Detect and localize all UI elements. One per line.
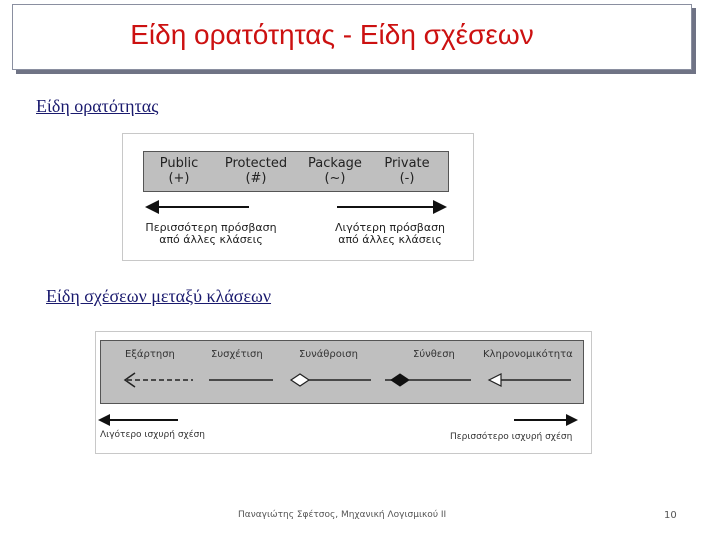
relation-symbols bbox=[123, 372, 571, 388]
relation-composition: Σύνθεση bbox=[413, 349, 455, 360]
more-access-caption: Περισσότερη πρόσβαση από άλλες κλάσεις bbox=[141, 222, 281, 246]
visibility-symbol: (#) bbox=[245, 171, 267, 186]
visibility-protected: Protected (#) bbox=[216, 156, 296, 186]
visibility-bar: Public (+) Protected (#) Package (~) Pri… bbox=[143, 151, 449, 192]
right-arrow-head-icon bbox=[566, 414, 578, 426]
visibility-public: Public (+) bbox=[144, 156, 214, 186]
relation-dependency: Εξάρτηση bbox=[125, 349, 175, 360]
relations-diagram: Εξάρτηση Συσχέτιση Συνάθροιση Σύνθεση Κλ… bbox=[95, 331, 592, 454]
visibility-name: Public bbox=[159, 156, 199, 171]
relation-association: Συσχέτιση bbox=[211, 349, 263, 360]
strength-arrows bbox=[98, 414, 578, 426]
visibility-name: Private bbox=[384, 156, 430, 171]
stronger-relation-caption: Περισσότερο ισχυρή σχέση bbox=[450, 432, 573, 442]
relations-bar: Εξάρτηση Συσχέτιση Συνάθροιση Σύνθεση Κλ… bbox=[100, 340, 584, 404]
less-access-caption: Λιγότερη πρόσβαση από άλλες κλάσεις bbox=[325, 222, 455, 246]
weaker-relation-caption: Λιγότερο ισχυρή σχέση bbox=[100, 430, 206, 440]
visibility-name: Protected bbox=[224, 156, 288, 171]
caption-line: από άλλες κλάσεις bbox=[159, 233, 263, 246]
dependency-arrow-icon bbox=[123, 372, 136, 388]
visibility-symbol: (+) bbox=[168, 171, 190, 186]
relations-heading: Είδη σχέσεων μεταξύ κλάσεων bbox=[46, 286, 272, 306]
caption-line: από άλλες κλάσεις bbox=[338, 233, 442, 246]
left-arrow-head bbox=[145, 200, 159, 214]
visibility-private: Private (-) bbox=[372, 156, 442, 186]
visibility-symbol: (-) bbox=[399, 171, 415, 186]
relation-inheritance: Κληρονομικότητα bbox=[483, 349, 573, 360]
relation-aggregation: Συνάθροιση bbox=[299, 349, 358, 360]
caption-line: Λιγότερη πρόσβαση bbox=[334, 221, 446, 234]
caption-line: Περισσότερη πρόσβαση bbox=[145, 221, 277, 234]
slide-title: Είδη ορατότητας - Είδη σχέσεων bbox=[130, 19, 534, 50]
visibility-symbol: (~) bbox=[324, 171, 346, 186]
title-box: Είδη ορατότητας - Είδη σχέσεων bbox=[12, 4, 692, 70]
visibility-diagram: Public (+) Protected (#) Package (~) Pri… bbox=[122, 133, 474, 261]
page-number: 10 bbox=[664, 510, 677, 521]
visibility-arrows bbox=[145, 200, 447, 214]
visibility-name: Package bbox=[308, 156, 362, 171]
left-arrow-head-icon bbox=[98, 414, 110, 426]
footer-author: Παναγιώτης Σφέτσος, Μηχανική Λογισμικού … bbox=[238, 510, 447, 520]
right-arrow-head bbox=[433, 200, 447, 214]
visibility-heading: Είδη ορατότητας bbox=[36, 96, 159, 116]
visibility-package: Package (~) bbox=[300, 156, 370, 186]
